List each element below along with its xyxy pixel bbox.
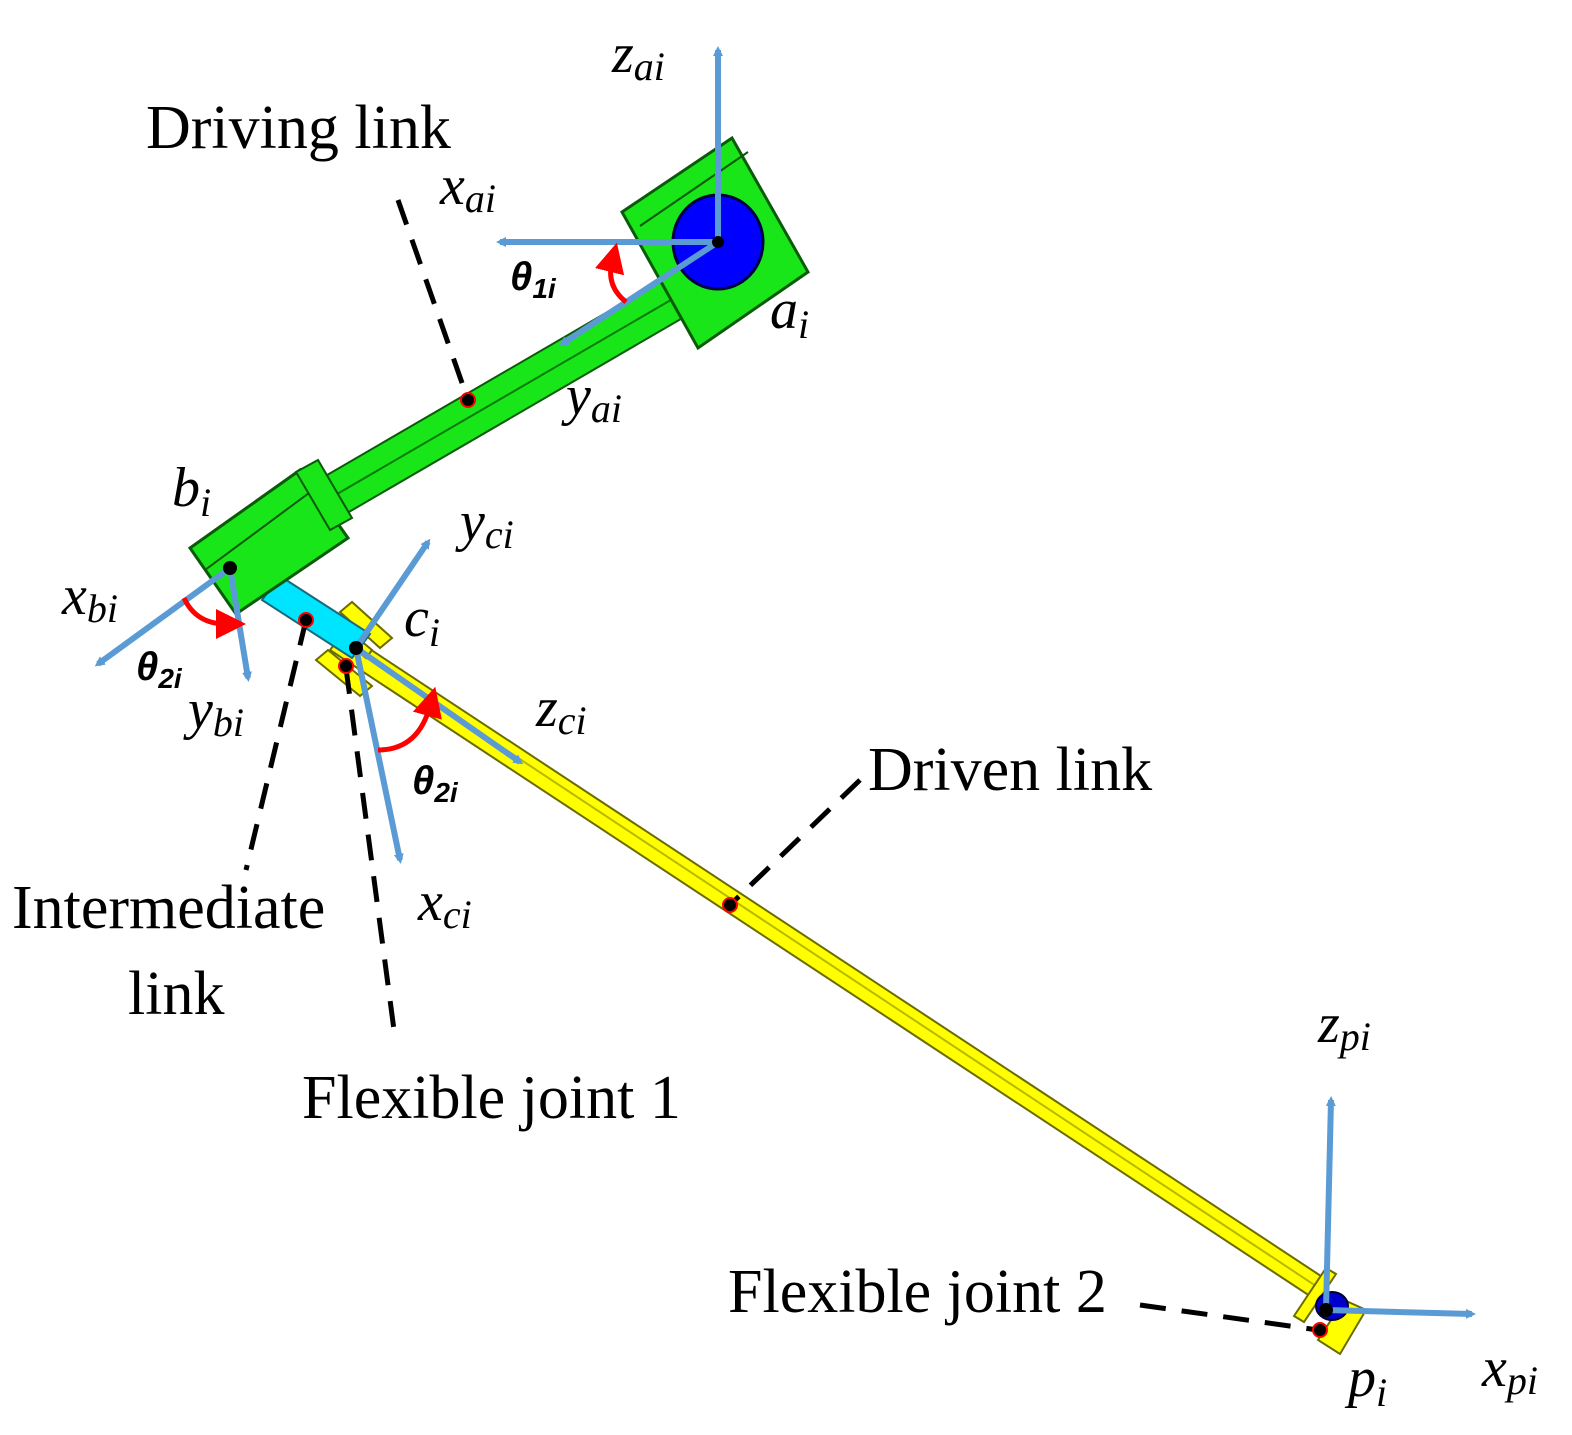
c-i-label: ci [404,587,440,655]
x-bi-arrow [94,565,232,667]
intermediate-link-label-line1: Intermediate [12,874,325,942]
p-i-label: pi [1344,1347,1387,1415]
z-ci-arrow [354,645,524,765]
points [223,236,1333,1338]
driving-link-marker [460,392,476,408]
point-a [712,236,724,248]
intermediate-link-marker [298,612,314,628]
intermediate-link-label-line2: link [128,960,224,1028]
driven-link-label: Driven link [868,736,1152,804]
z-pi-arrow [1323,1096,1336,1311]
point-b [223,561,237,575]
leader-intermediate-link [243,619,309,871]
x-ci-label: xci [417,871,472,937]
flexible-joint-1-label: Flexible joint 1 [302,1064,681,1132]
theta-1i-arrow [595,242,628,304]
rotation-angle-arrows [181,242,628,753]
theta-2i-c-label: θ2i [412,759,459,808]
x-ai-label: xai [439,155,496,221]
z-ci-label: zci [535,677,587,743]
y-ci-label: yci [455,491,514,557]
leader-flexible-joint-2 [1139,1302,1319,1333]
b-i-label: bi [172,457,211,525]
y-bi-label: ybi [183,679,244,745]
y-ai-arrow [558,239,720,347]
flexible-joint-2-marker [1312,1322,1328,1338]
y-ci-arrow [353,538,431,650]
flexible-joint-2-label: Flexible joint 2 [728,1258,1107,1326]
theta-1i-label: θ1i [510,255,557,304]
leader-driven-link [728,778,862,907]
driven-link-marker [722,897,738,913]
driving-link-label: Driving link [146,94,451,162]
theta-2i-b-arrow [181,596,246,639]
theta-2i-c-arrow [377,686,442,753]
x-pi-arrow [1325,1307,1476,1319]
point-c [349,641,363,655]
x-pi-label: xpi [1481,1337,1538,1403]
text-labels: Driving link Driven link Intermediate li… [12,23,1538,1415]
z-ai-label: zai [611,23,665,89]
theta-2i-b-label: θ2i [136,645,183,694]
point-p [1319,1303,1333,1317]
flexible-joint-1-marker [338,658,354,674]
z-pi-label: zpi [1317,993,1371,1059]
a-i-label: ai [770,279,809,347]
leader-flexible-joint-1 [343,667,397,1031]
x-ci-arrow [353,647,404,864]
leader-lines [243,199,1319,1333]
leader-driving-link [395,199,471,401]
y-ai-label: yai [561,365,622,431]
x-bi-label: xbi [61,565,118,631]
